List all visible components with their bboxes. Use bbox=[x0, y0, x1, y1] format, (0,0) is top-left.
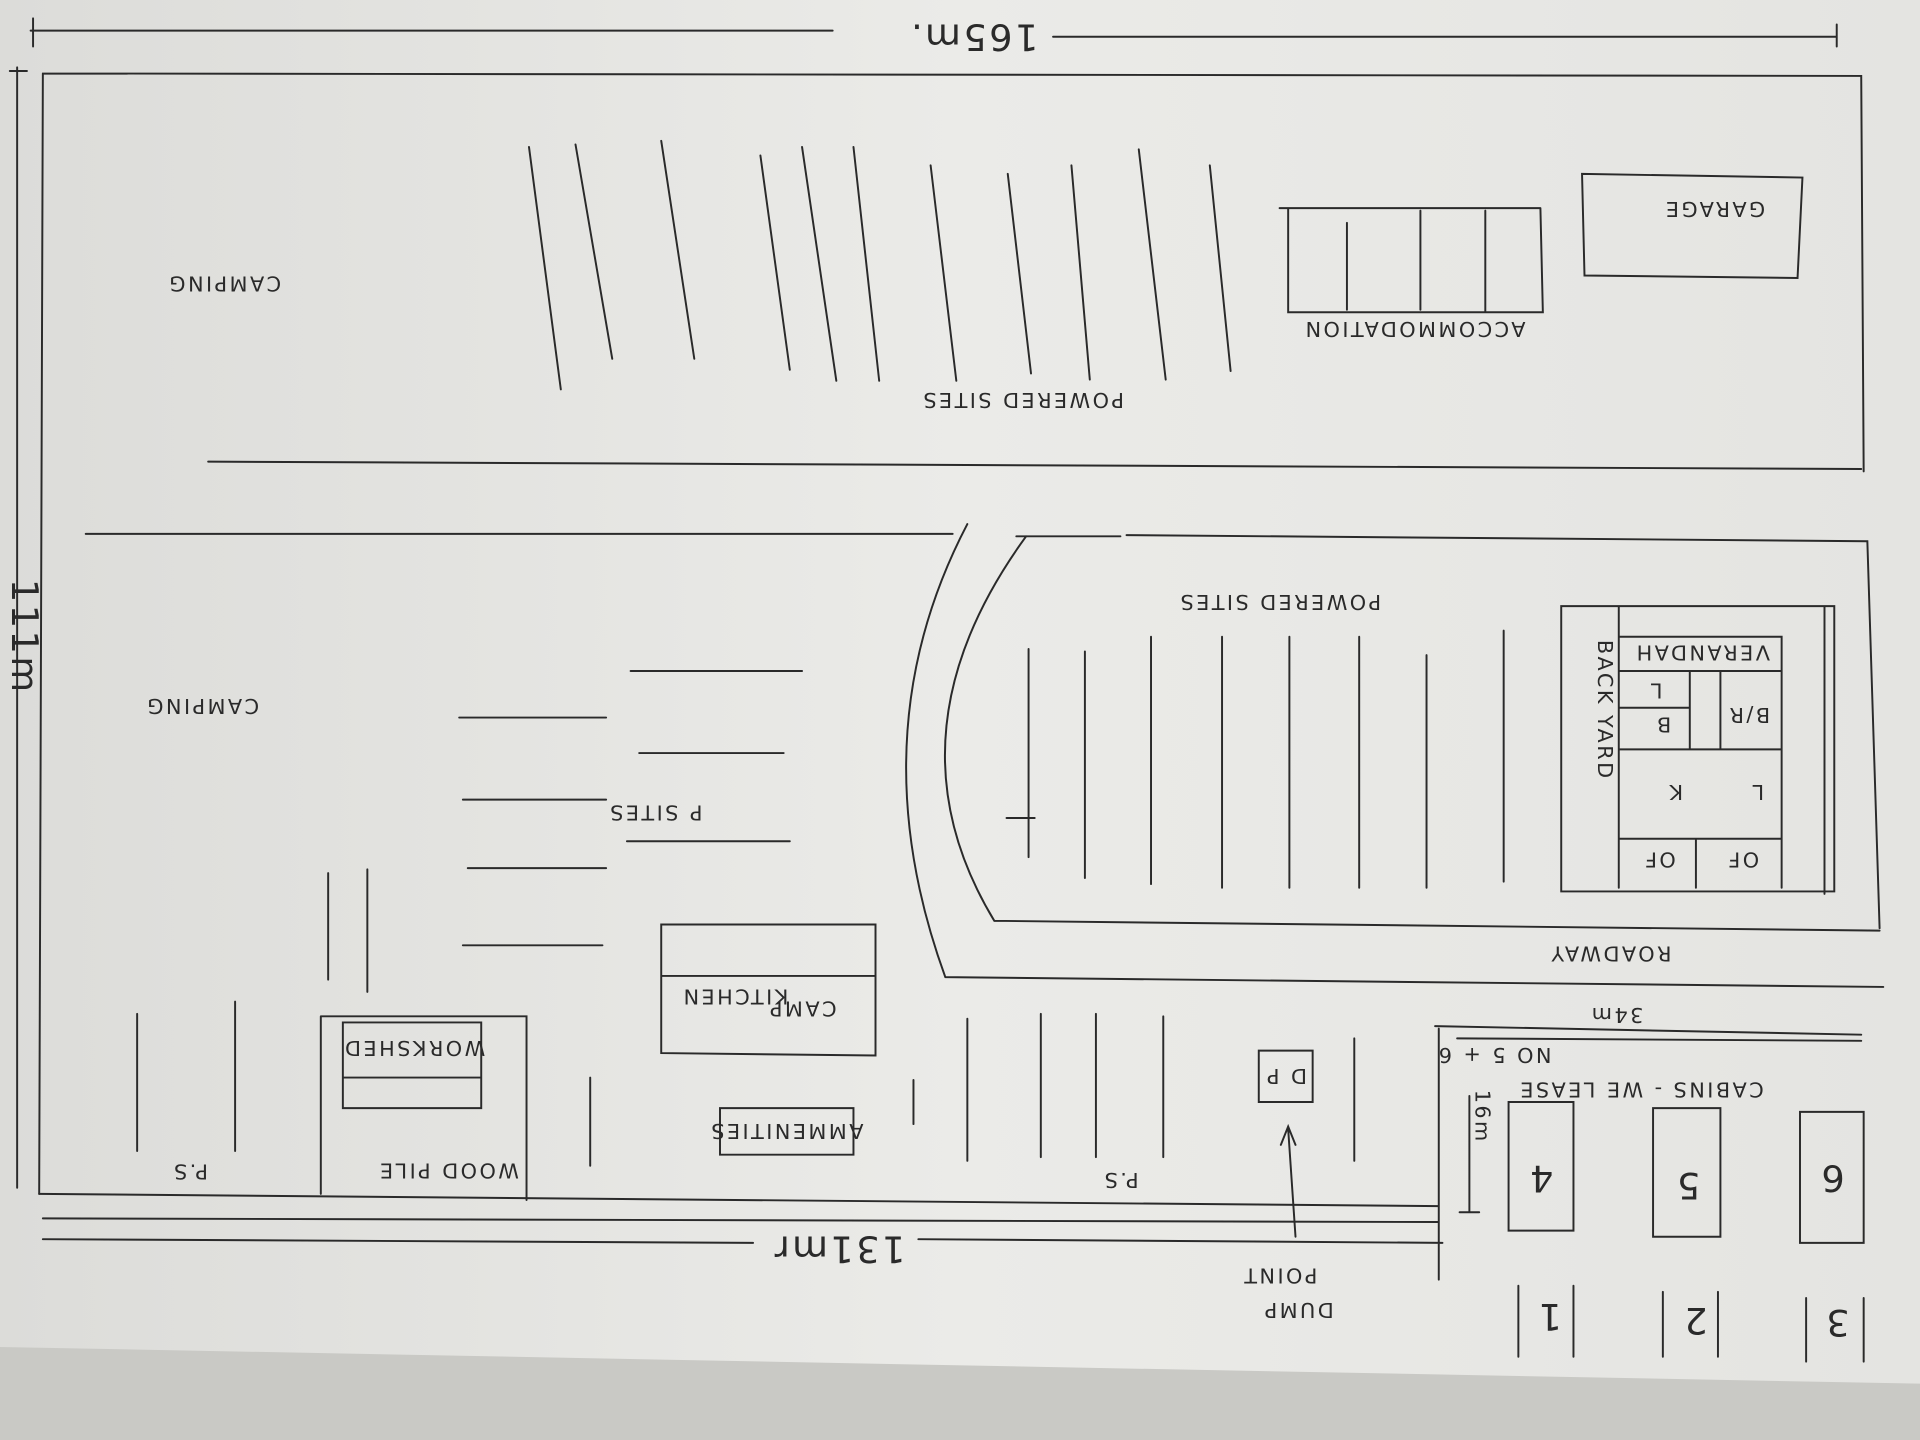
bottom-site-lines bbox=[136, 1000, 1356, 1167]
label-ps-mid: P.S bbox=[1102, 1168, 1138, 1192]
house-floorplan: VERANDAH BACK YARD B/R B L K L OF OF bbox=[1560, 605, 1836, 895]
label-bath: B bbox=[1654, 713, 1671, 737]
bottom-boundary bbox=[38, 1027, 1444, 1281]
label-workshed: WORKSHED bbox=[343, 1036, 486, 1060]
label-verandah: VERANDAH bbox=[1634, 640, 1770, 664]
top-block-boundary bbox=[38, 72, 1865, 1195]
label-back-yard: BACK YARD bbox=[1593, 640, 1617, 781]
cabins-area: 34m CABINS - WE LEASE NO 5 + 6 16m 4 5 6… bbox=[1434, 1003, 1865, 1363]
label-roadway: ROADWAY bbox=[1549, 942, 1672, 966]
dimension-131m: 131mr bbox=[772, 1228, 905, 1271]
workshed-block: WORKSHED WOOD PILE bbox=[319, 1015, 528, 1201]
label-powered-sites-top: POWERED SITES bbox=[921, 388, 1124, 412]
label-powered-sites-mid: POWERED SITES bbox=[1178, 590, 1381, 614]
label-office-2: OF bbox=[1726, 847, 1759, 871]
label-living: L bbox=[1750, 780, 1764, 804]
label-dump: DUMP bbox=[1262, 1298, 1334, 1322]
accommodation-block: ACCOMMODATION bbox=[1278, 207, 1544, 341]
amenities-block: AMMENITIES bbox=[709, 1107, 864, 1156]
cabin-2: 2 bbox=[1682, 1299, 1708, 1342]
cabin-6: 6 bbox=[1819, 1157, 1845, 1200]
label-wood-pile: WOOD PILE bbox=[377, 1158, 518, 1182]
dump-point: D P DUMP POINT bbox=[1242, 1049, 1334, 1322]
dimension-165m: 165m. bbox=[909, 15, 1039, 58]
label-amenities: AMMENITIES bbox=[709, 1119, 864, 1143]
label-camp-kitchen-2: KITCHEN bbox=[681, 984, 788, 1008]
cabin-5: 5 bbox=[1674, 1164, 1700, 1207]
label-garage: GARAGE bbox=[1663, 197, 1765, 221]
label-accommodation: ACCOMMODATION bbox=[1303, 317, 1525, 341]
label-cabins-lease: CABINS - WE LEASE bbox=[1518, 1077, 1764, 1101]
camp-kitchen: CAMP KITCHEN bbox=[660, 923, 877, 1057]
label-dp: D P bbox=[1264, 1064, 1307, 1088]
label-camping-top: CAMPING bbox=[167, 272, 281, 296]
garage-block: GARAGE bbox=[1581, 172, 1804, 279]
top-dimension: 165m. bbox=[29, 15, 1838, 58]
dimension-111m: 111m bbox=[3, 579, 46, 695]
p-sites-lines: P SITES bbox=[327, 670, 804, 993]
label-office-1: OF bbox=[1643, 847, 1676, 871]
roadway-curve bbox=[84, 523, 1885, 988]
label-ps-left: P.S bbox=[172, 1159, 208, 1183]
cabin-1: 1 bbox=[1536, 1295, 1562, 1338]
label-camp-kitchen-1: CAMP bbox=[768, 997, 837, 1021]
label-laundry: L bbox=[1648, 678, 1662, 702]
left-dimension-line bbox=[8, 66, 28, 1189]
cabin-4: 4 bbox=[1528, 1157, 1554, 1200]
cabin-3: 3 bbox=[1824, 1301, 1850, 1344]
label-kitchen: K bbox=[1667, 780, 1683, 804]
label-cabins-depth: 16m bbox=[1471, 1090, 1495, 1144]
label-cabins-width: 34m bbox=[1589, 1003, 1643, 1027]
label-point: POINT bbox=[1242, 1264, 1318, 1288]
label-camping-mid: CAMPING bbox=[145, 694, 259, 718]
paper-sheet bbox=[0, 0, 1920, 1384]
mid-powered-sites-lines bbox=[1005, 629, 1505, 889]
label-bedroom: B/R bbox=[1727, 703, 1770, 727]
label-p-sites: P SITES bbox=[608, 801, 703, 825]
label-cabins-numbers: NO 5 + 6 bbox=[1436, 1043, 1551, 1067]
top-powered-sites-lines bbox=[528, 139, 1232, 391]
